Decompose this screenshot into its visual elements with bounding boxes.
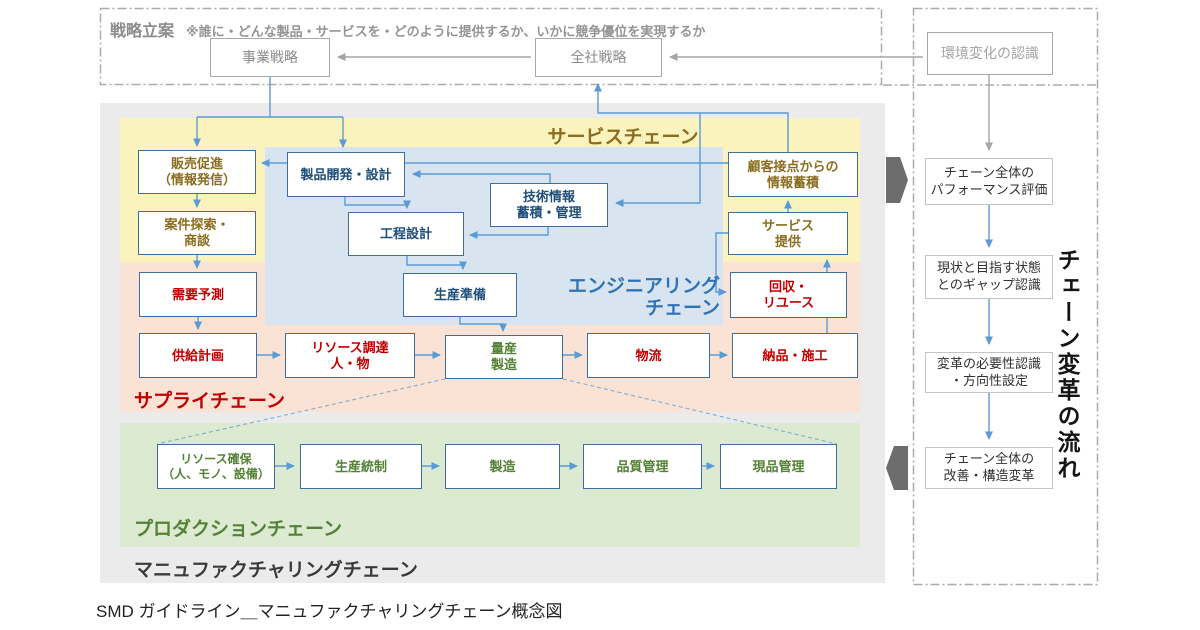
box-performance-evaluation: チェーン全体の パフォーマンス評価 xyxy=(925,158,1053,205)
box-gap-recognition: 現状と目指す状態 とのギャップ認識 xyxy=(925,255,1053,299)
box-tech-info-management: 技術情報 蓄積・管理 xyxy=(490,183,608,227)
box-business-strategy: 事業戦略 xyxy=(210,38,330,77)
box-mass-production: 量産 製造 xyxy=(445,335,563,379)
box-deal-search: 案件探索・ 商談 xyxy=(138,211,256,255)
box-delivery-installation: 納品・施工 xyxy=(732,333,858,378)
box-demand-forecast: 需要予測 xyxy=(139,272,257,317)
to-transformation-arrow-icon xyxy=(886,157,908,203)
label-production-chain: プロダクションチェーン xyxy=(134,519,343,540)
label-engineering-chain: エンジニアリング チェーン xyxy=(567,276,720,319)
box-goods-management: 現品管理 xyxy=(720,444,837,489)
label-strategy-note: ※誰に・どんな製品・サービスを・どのように提供するか、いかに競争優位を実現するか xyxy=(186,24,706,39)
box-collection-reuse: 回収・ リユース xyxy=(730,272,847,318)
label-service-chain: サービスチェーン xyxy=(547,127,699,148)
box-env-change-recognition: 環境変化の認識 xyxy=(927,32,1053,75)
caption-title: SMD ガイドライン＿マニュファクチャリングチェーン概念図 xyxy=(96,602,563,621)
label-manufacturing-chain: マニュファクチャリングチェーン xyxy=(134,560,418,581)
label-transformation-flow: チェーン変革の流れ xyxy=(1054,248,1080,482)
box-corporate-strategy: 全社戦略 xyxy=(535,38,662,77)
box-service-delivery: サービス 提供 xyxy=(728,212,848,255)
strategy-frame xyxy=(99,7,883,86)
box-resource-securing: リソース確保 （人、モノ、設備） xyxy=(157,444,275,489)
box-quality-management: 品質管理 xyxy=(583,444,702,489)
transformation-frame xyxy=(912,7,1099,586)
box-improvement-transformation: チェーン全体の 改善・構造変革 xyxy=(925,447,1053,489)
box-manufacturing: 製造 xyxy=(445,444,560,489)
box-customer-contact-info: 顧客接点からの 情報蓄積 xyxy=(728,152,858,197)
box-supply-planning: 供給計画 xyxy=(139,333,257,378)
box-sales-promotion: 販売促進 （情報発信） xyxy=(138,150,256,194)
box-product-development: 製品開発・設計 xyxy=(287,152,405,197)
box-production-preparation: 生産準備 xyxy=(403,273,517,317)
box-resource-procurement: リソース調達 人・物 xyxy=(285,333,415,378)
label-strategy-planning: 戦略立案 xyxy=(110,23,175,40)
box-necessity-recognition: 変革の必要性認識 ・方向性設定 xyxy=(925,352,1053,393)
from-transformation-arrow-icon xyxy=(886,446,908,490)
box-logistics: 物流 xyxy=(587,333,710,378)
box-production-control: 生産統制 xyxy=(300,444,422,489)
label-supply-chain: サプライチェーン xyxy=(134,391,286,412)
box-process-design: 工程設計 xyxy=(348,212,464,256)
